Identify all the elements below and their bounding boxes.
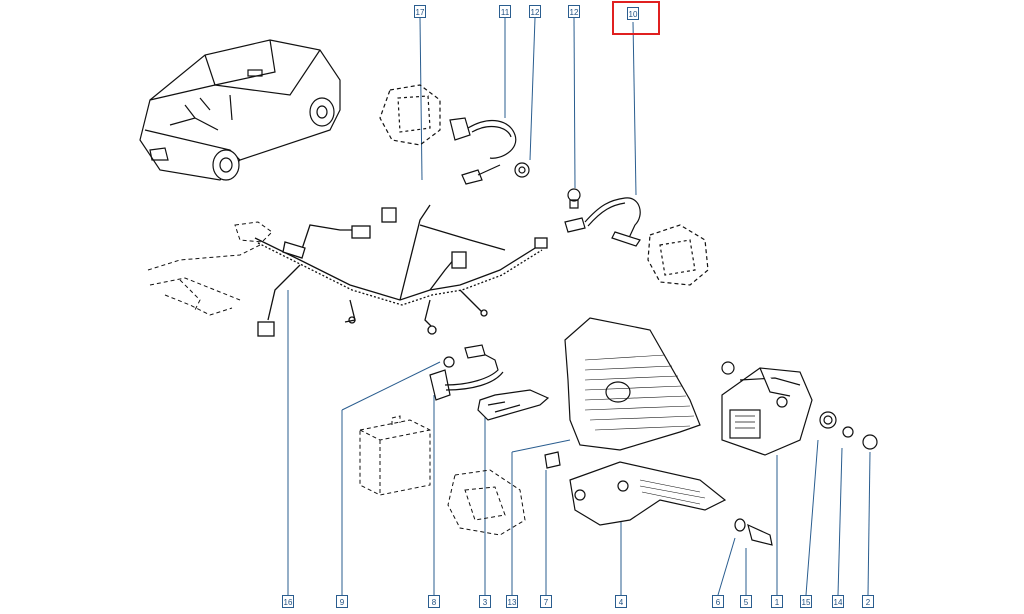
- callout-8[interactable]: 8: [428, 595, 440, 608]
- leader-lines: [287, 17, 871, 596]
- wiring-harness: [254, 204, 548, 337]
- abs-hydraulic-unit: [721, 361, 878, 456]
- callout-17[interactable]: 17: [414, 5, 426, 18]
- callout-13[interactable]: 13: [506, 595, 518, 608]
- car-illustration: [139, 39, 341, 181]
- rear-axle-sketch: [447, 469, 526, 536]
- callout-7[interactable]: 7: [540, 595, 552, 608]
- callout-11[interactable]: 11: [499, 5, 511, 18]
- callout-3[interactable]: 3: [479, 595, 491, 608]
- callout-1[interactable]: 1: [771, 595, 783, 608]
- hydraulic-unit-cover: [564, 317, 701, 451]
- rear-sensor-bracket: [429, 344, 550, 421]
- battery-sketch: [359, 415, 431, 496]
- callout-5[interactable]: 5: [740, 595, 752, 608]
- callout-2[interactable]: 2: [862, 595, 874, 608]
- callout-9[interactable]: 9: [336, 595, 348, 608]
- front-wheel-sensor-right: [564, 188, 709, 286]
- callout-15[interactable]: 15: [800, 595, 812, 608]
- callout-14[interactable]: 14: [832, 595, 844, 608]
- callout-12-top[interactable]: 12: [529, 5, 541, 18]
- callout-12-right[interactable]: 12: [568, 5, 580, 18]
- front-axle-sketch: [147, 221, 273, 316]
- callout-16[interactable]: 16: [282, 595, 294, 608]
- callout-6[interactable]: 6: [712, 595, 724, 608]
- mounting-bracket: [544, 451, 727, 526]
- rear-wheel-sensor-left: [379, 84, 530, 185]
- bolt-and-washer: [734, 518, 773, 546]
- callout-4[interactable]: 4: [615, 595, 627, 608]
- callout-10[interactable]: 10: [627, 7, 639, 20]
